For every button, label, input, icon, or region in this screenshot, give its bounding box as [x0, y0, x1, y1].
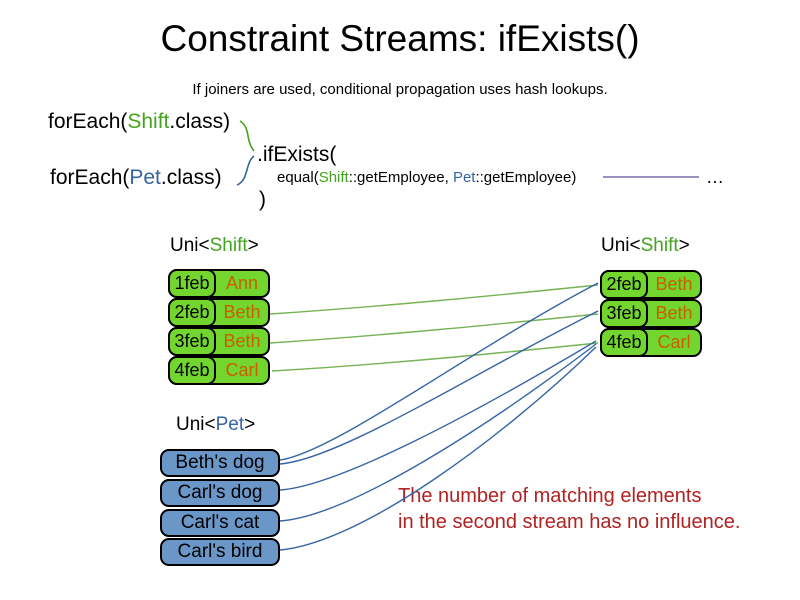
shift-row-1feb-left: 1feb Ann — [168, 269, 270, 298]
brace-upper-green — [239, 120, 255, 152]
pet-class-token: Pet — [129, 166, 161, 189]
code-text: equal( — [277, 169, 319, 186]
shift-name-cell: Beth — [223, 302, 261, 322]
shift-row-2feb-right: 2feb Beth — [600, 270, 702, 299]
shift-name-cell: Beth — [655, 274, 693, 294]
annotation-line-2: in the second stream has no influence. — [398, 511, 741, 533]
pet-ref-token: Pet — [452, 169, 476, 186]
header-type: Shift — [209, 235, 248, 256]
header-text: Uni< — [601, 235, 641, 256]
code-foreach-shift: forEach(Shift.class) — [48, 110, 230, 134]
code-foreach-pet: forEach(Pet.class) — [50, 166, 222, 190]
code-close-paren: ) — [259, 188, 266, 211]
code-ifexists: .ifExists( — [257, 143, 337, 166]
header-text: Uni< — [176, 414, 216, 435]
pet-item-carls-bird: Carl's bird — [160, 538, 280, 566]
header-type: Pet — [215, 414, 245, 435]
shift-name-cell: Carl — [657, 332, 691, 352]
annotation-line-1: The number of matching elements — [398, 485, 702, 507]
ellipsis-text: … — [706, 167, 724, 187]
header-text: > — [678, 235, 690, 256]
brace-lower-blue — [236, 155, 255, 186]
shift-date-cell: 2feb — [168, 298, 216, 327]
shift-row-2feb-left: 2feb Beth — [168, 298, 270, 327]
pet-line-bethsdog-2feb — [279, 282, 599, 461]
slide-subtitle: If joiners are used, conditional propaga… — [192, 81, 608, 98]
code-text: ::getEmployee, — [348, 169, 453, 186]
code-text: .class) — [169, 110, 231, 133]
shift-date-cell: 3feb — [168, 327, 216, 356]
left-shift-stream-header: Uni<Shift> — [170, 235, 259, 257]
shift-date-cell: 3feb — [600, 299, 648, 328]
match-line-4feb — [271, 342, 599, 372]
shift-ref-token: Shift — [318, 169, 349, 186]
code-text: forEach( — [48, 110, 128, 133]
slide-title: Constraint Streams: ifExists() — [160, 18, 640, 59]
match-line-2feb — [269, 284, 599, 315]
code-equal-joiner: equal(Shift::getEmployee, Pet::getEmploy… — [277, 169, 576, 186]
shift-name-cell: Beth — [223, 331, 261, 351]
pet-item-carls-cat: Carl's cat — [160, 509, 280, 537]
shift-date-cell: 1feb — [168, 269, 216, 298]
pet-item-carls-dog: Carl's dog — [160, 479, 280, 507]
pet-stream-header: Uni<Pet> — [176, 414, 255, 436]
code-text: ::getEmployee) — [475, 169, 577, 186]
code-text: .class) — [160, 166, 222, 189]
header-type: Shift — [640, 235, 679, 256]
shift-row-3feb-right: 3feb Beth — [600, 299, 702, 328]
shift-row-4feb-right: 4feb Carl — [600, 328, 702, 357]
shift-date-cell: 4feb — [168, 356, 216, 385]
header-text: Uni< — [170, 235, 210, 256]
right-shift-stream-header: Uni<Shift> — [601, 235, 690, 257]
annotation-text: The number of matching elements in the s… — [398, 483, 740, 535]
header-text: > — [247, 235, 259, 256]
pet-line-carlsdog-4feb — [279, 340, 597, 491]
shift-date-cell: 2feb — [600, 270, 648, 299]
header-text: > — [244, 414, 256, 435]
match-line-3feb — [269, 313, 599, 344]
shift-class-token: Shift — [127, 110, 170, 133]
pet-item-beths-dog: Beth's dog — [160, 449, 280, 477]
shift-name-cell: Ann — [225, 273, 259, 293]
pet-line-bethsdog-3feb — [279, 310, 599, 465]
code-text: forEach( — [50, 166, 130, 189]
shift-row-4feb-left: 4feb Carl — [168, 356, 270, 385]
shift-row-3feb-left: 3feb Beth — [168, 327, 270, 356]
shift-name-cell: Carl — [225, 360, 259, 380]
shift-name-cell: Beth — [655, 303, 693, 323]
shift-date-cell: 4feb — [600, 328, 648, 357]
